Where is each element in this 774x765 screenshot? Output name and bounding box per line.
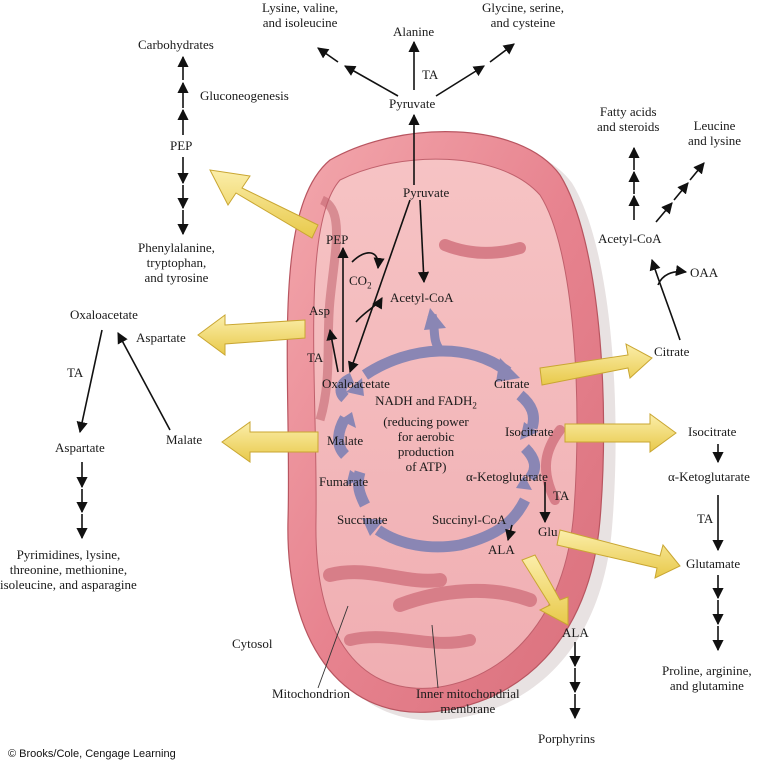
label-malate-inner: Malate [327,433,364,448]
export-arrows [197,169,681,626]
label-isocitrate-inner: Isocitrate [505,424,554,439]
label-phenylalanine: Phenylalanine, tryptophan, and tyrosine [138,240,215,285]
crista-top [439,239,526,259]
label-citrate-inner: Citrate [494,376,530,391]
cycle-arrowheads [340,308,538,536]
label-oaa: OAA [690,265,719,280]
label-succinate: Succinate [337,512,388,527]
copyright-notice: © Brooks/Cole, Cengage Learning [8,748,176,760]
label-ala-inner: ALA [488,542,515,557]
label-gluconeogenesis: Gluconeogenesis [200,88,289,103]
crista-bottom-right [393,583,537,612]
label-akg-right: α-Ketoglutarate [668,469,750,484]
label-acetyl-coa-right: Acetyl-CoA [598,231,662,246]
label-aspartate-arrow: Aspartate [136,330,186,345]
label-glycine-serine: Glycine, serine, and cysteine [482,0,564,30]
label-asp: Asp [309,303,330,318]
label-ta-top: TA [422,67,439,82]
label-inner-membrane: Inner mitochondrial membrane [416,686,520,716]
crista-left-upper [315,195,341,422]
label-pyrimidines: Pyrimidines, lysine, threonine, methioni… [0,547,137,592]
label-alanine: Alanine [393,24,435,39]
label-ta-left: TA [67,365,84,380]
label-akg-inner: α-Ketoglutarate [466,469,548,484]
label-ala-outer: ALA [562,625,589,640]
label-pyruvate-top: Pyruvate [389,96,436,111]
label-acetyl-coa-inner: Acetyl-CoA [390,290,454,305]
label-ta-right: TA [697,511,714,526]
label-co2: CO2 [349,273,372,291]
label-oxaloacetate-inner: Oxaloacetate [322,376,390,391]
label-cytosol: Cytosol [232,636,273,651]
label-porphyrins: Porphyrins [538,731,596,746]
label-oxaloacetate-left: Oxaloacetate [70,307,138,322]
crista-bottom-low [344,631,476,649]
label-aspartate-left: Aspartate [55,440,105,455]
label-malate-left: Malate [166,432,203,447]
crista-right [540,425,565,505]
label-succinyl-coa: Succinyl-CoA [432,512,507,527]
label-isocitrate-right: Isocitrate [688,424,737,439]
label-citrate-right: Citrate [654,344,690,359]
label-proline: Proline, arginine, and glutamine [662,663,752,693]
label-fumarate: Fumarate [319,474,369,489]
label-leucine-lysine: Leucine and lysine [688,118,742,148]
label-mitochondrion: Mitochondrion [272,686,350,701]
label-nadh: NADH and FADH2 (reducing power for aerob… [375,393,477,474]
leader-lines [317,605,439,689]
label-carbohydrates: Carbohydrates [138,37,214,52]
label-pyruvate-inner: Pyruvate [403,185,450,200]
label-ta-akg: TA [553,488,570,503]
label-lysine-valine: Lysine, valine, and isoleucine [262,0,339,30]
label-pep-left: PEP [170,138,193,153]
label-glutamate: Glutamate [686,556,741,571]
label-fatty-acids: Fatty acids and steroids [597,104,660,134]
label-ta-inner: TA [307,350,324,365]
label-pep-inner: PEP [326,232,349,247]
crista-bottom-left [323,565,447,588]
label-glu: Glu [538,524,558,539]
citric-acid-cycle [333,313,541,553]
pathway-arrows [76,40,724,720]
